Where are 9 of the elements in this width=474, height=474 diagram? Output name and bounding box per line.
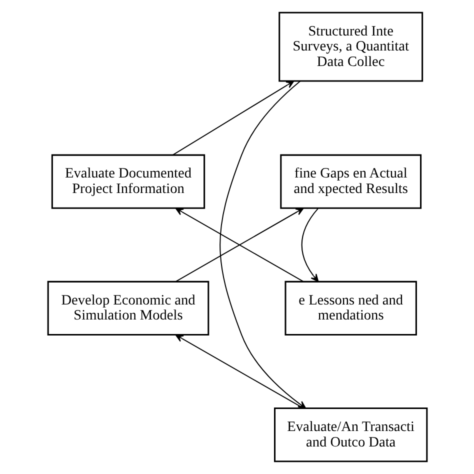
node-box: Evaluate Documented Project Information xyxy=(50,154,205,209)
arrow xyxy=(174,334,304,409)
node-box: Develop Economic and Simulation Models xyxy=(46,280,209,336)
arrow xyxy=(172,80,294,156)
node-box: Structured Inte Surveys, a Quantitat Data Collec xyxy=(278,12,423,82)
node-box: e Lessons ned and mendations xyxy=(284,280,416,336)
node-box: Evaluate/An Transacti and Outco Data xyxy=(274,408,428,462)
arrow xyxy=(300,208,318,282)
node-box: fine Gaps en Actual and xpected Results xyxy=(280,154,422,209)
